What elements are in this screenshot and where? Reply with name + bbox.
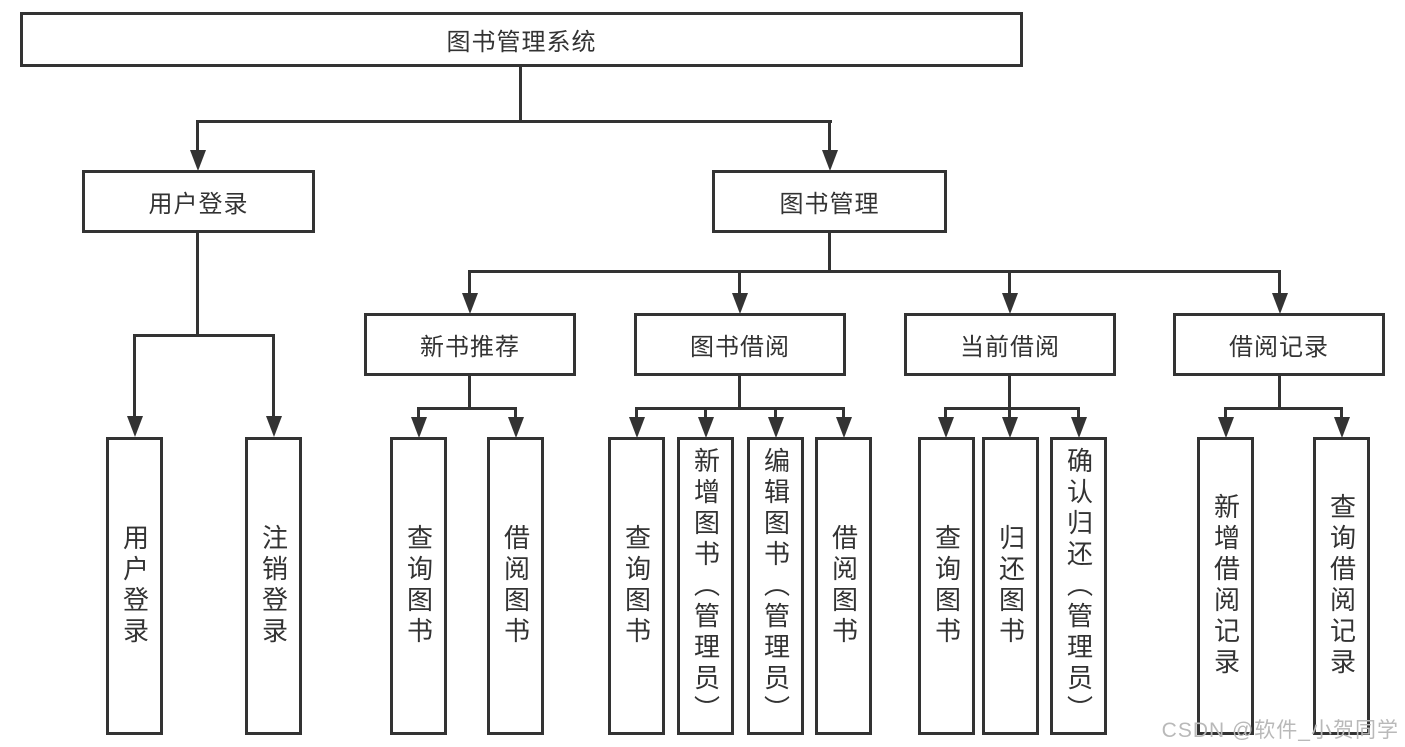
connector-line — [1278, 270, 1281, 295]
connector-line — [774, 407, 777, 419]
leaf-query-books-current: 查询图书 — [918, 437, 975, 735]
connector-line — [1224, 407, 1342, 410]
connector-line — [635, 407, 638, 419]
node-user-login: 用户登录 — [82, 170, 315, 233]
connector-line — [519, 67, 522, 123]
leaf-query-books-borrow: 查询图书 — [608, 437, 665, 735]
leaf-logout-label: 注销登录 — [258, 524, 289, 648]
arrow-down-icon — [768, 417, 784, 438]
connector-line — [1340, 407, 1343, 419]
arrow-down-icon — [190, 150, 206, 171]
node-borrow-records: 借阅记录 — [1173, 313, 1385, 376]
connector-line — [417, 407, 517, 410]
leaf-user-login: 用户登录 — [106, 437, 163, 735]
arrow-down-icon — [508, 417, 524, 438]
leaf-add-book-admin: 新增图书（管理员） — [677, 437, 734, 735]
node-current-borrow: 当前借阅 — [904, 313, 1116, 376]
connector-line — [1224, 407, 1227, 419]
node-book-borrow-label: 图书借阅 — [690, 334, 790, 361]
arrow-down-icon — [411, 417, 427, 438]
arrow-down-icon — [938, 417, 954, 438]
connector-line — [1077, 407, 1080, 419]
arrow-down-icon — [1334, 417, 1350, 438]
csdn-watermark: CSDN @软件_小贺同学 — [1161, 719, 1399, 742]
connector-line — [468, 270, 1281, 273]
arrow-down-icon — [127, 416, 143, 437]
leaf-add-book-admin-label: 新增图书（管理员） — [690, 446, 721, 726]
leaf-borrow-books: 借阅图书 — [815, 437, 872, 735]
connector-line — [133, 334, 275, 337]
leaf-confirm-return-admin-label: 确认归还（管理员） — [1063, 446, 1094, 726]
leaf-logout: 注销登录 — [245, 437, 302, 735]
node-new-book-recommend-label: 新书推荐 — [420, 334, 520, 361]
leaf-confirm-return-admin: 确认归还（管理员） — [1050, 437, 1107, 735]
connector-line — [842, 407, 845, 419]
connector-line — [196, 120, 832, 123]
connector-line — [514, 407, 517, 419]
connector-line — [1008, 407, 1011, 419]
leaf-query-borrow-record-label: 查询借阅记录 — [1326, 493, 1357, 679]
arrow-down-icon — [462, 293, 478, 314]
arrow-down-icon — [1071, 417, 1087, 438]
leaf-add-borrow-record: 新增借阅记录 — [1197, 437, 1254, 735]
connector-line — [196, 233, 199, 337]
connector-line — [196, 120, 199, 153]
node-book-management-label: 图书管理 — [779, 191, 880, 218]
leaf-return-books: 归还图书 — [982, 437, 1039, 735]
node-borrow-records-label: 借阅记录 — [1229, 334, 1329, 361]
leaf-add-borrow-record-label: 新增借阅记录 — [1210, 493, 1241, 679]
connector-line — [944, 407, 947, 419]
connector-line — [828, 233, 831, 273]
leaf-query-borrow-record: 查询借阅记录 — [1313, 437, 1370, 735]
connector-line — [944, 407, 1080, 410]
arrow-down-icon — [836, 417, 852, 438]
node-book-management: 图书管理 — [712, 170, 947, 233]
connector-line — [468, 376, 471, 410]
leaf-edit-book-admin-label: 编辑图书（管理员） — [760, 446, 791, 726]
arrow-down-icon — [698, 417, 714, 438]
leaf-borrow-books-recommend-label: 借阅图书 — [500, 524, 531, 648]
connector-line — [1008, 376, 1011, 410]
connector-line — [738, 376, 741, 410]
arrow-down-icon — [1218, 417, 1234, 438]
leaf-borrow-books-recommend: 借阅图书 — [487, 437, 544, 735]
leaf-edit-book-admin: 编辑图书（管理员） — [747, 437, 804, 735]
connector-line — [704, 407, 707, 419]
arrow-down-icon — [732, 293, 748, 314]
connector-line — [738, 270, 741, 295]
arrow-down-icon — [266, 416, 282, 437]
node-root: 图书管理系统 — [20, 12, 1023, 67]
connector-line — [1278, 376, 1281, 410]
leaf-query-books-recommend: 查询图书 — [390, 437, 447, 735]
connector-line — [468, 270, 471, 295]
leaf-user-login-label: 用户登录 — [119, 524, 150, 648]
node-user-login-label: 用户登录 — [148, 191, 249, 218]
node-book-borrow: 图书借阅 — [634, 313, 846, 376]
leaf-query-books-current-label: 查询图书 — [931, 524, 962, 648]
arrow-down-icon — [1002, 417, 1018, 438]
leaf-return-books-label: 归还图书 — [995, 524, 1026, 648]
node-current-borrow-label: 当前借阅 — [960, 334, 1060, 361]
connector-line — [133, 334, 136, 418]
arrow-down-icon — [629, 417, 645, 438]
leaf-query-books-recommend-label: 查询图书 — [403, 524, 434, 648]
node-root-label: 图书管理系统 — [446, 29, 597, 56]
connector-line — [417, 407, 420, 419]
connector-line — [635, 407, 845, 410]
arrow-down-icon — [1002, 293, 1018, 314]
node-new-book-recommend: 新书推荐 — [364, 313, 576, 376]
leaf-borrow-books-label: 借阅图书 — [828, 524, 859, 648]
arrow-down-icon — [1272, 293, 1288, 314]
arrow-down-icon — [822, 150, 838, 171]
leaf-query-books-borrow-label: 查询图书 — [621, 524, 652, 648]
connector-line — [272, 334, 275, 418]
connector-line — [1008, 270, 1011, 295]
connector-line — [828, 120, 831, 153]
